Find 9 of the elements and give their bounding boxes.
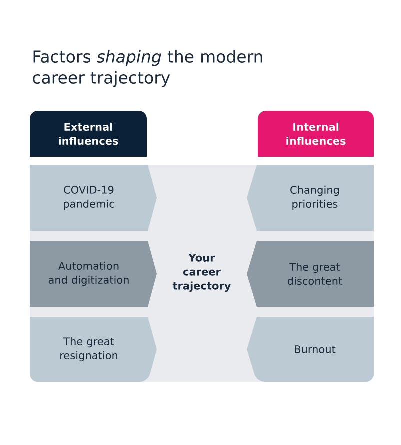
header-tab: Internal influences [258, 111, 374, 157]
chevron-box: COVID-19 pandemic [30, 165, 157, 231]
chevron-box: Automation and digitization [30, 241, 157, 307]
chevron-box: The great resignation [30, 317, 157, 382]
title: Factors shaping the modern career trajectory [33, 50, 262, 88]
header-tab: External influences [30, 111, 147, 157]
chevron-box: The great discontent [247, 241, 374, 307]
chevron-box: Changing priorities [247, 165, 374, 231]
chevron-box: Burnout [247, 317, 374, 382]
